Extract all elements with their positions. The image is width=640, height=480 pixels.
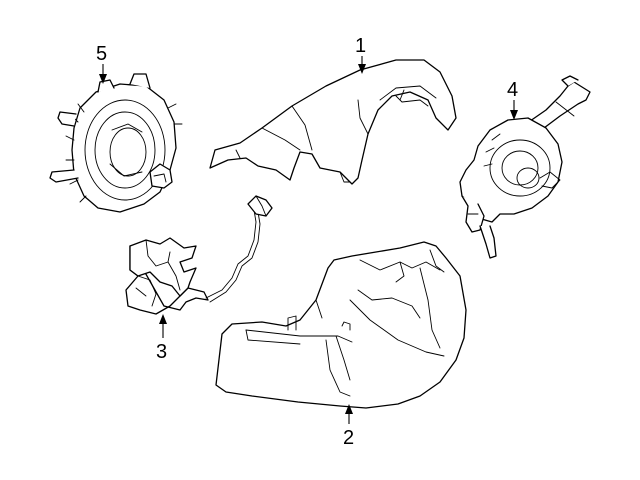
callout-number-5: 5 <box>96 43 107 65</box>
callout-3: 3 <box>156 314 167 363</box>
arrowhead-3 <box>159 314 167 324</box>
callout-number-2: 2 <box>343 427 354 449</box>
callout-4: 4 <box>507 79 518 120</box>
clock-spring-part <box>49 73 183 213</box>
callout-number-3: 3 <box>156 341 167 363</box>
wire-harness-bracket-part <box>125 195 273 315</box>
combination-switch-part <box>459 75 591 259</box>
callout-1: 1 <box>355 35 366 74</box>
callout-5: 5 <box>96 43 107 84</box>
callout-2: 2 <box>343 404 354 449</box>
arrowhead-1 <box>358 64 366 74</box>
callout-number-4: 4 <box>507 79 518 101</box>
arrowhead-4 <box>510 110 518 120</box>
lower-shroud-part <box>215 241 467 409</box>
callout-number-1: 1 <box>355 35 366 57</box>
arrowhead-2 <box>345 404 353 414</box>
arrowhead-5 <box>99 74 107 84</box>
upper-shroud-part <box>209 59 457 185</box>
